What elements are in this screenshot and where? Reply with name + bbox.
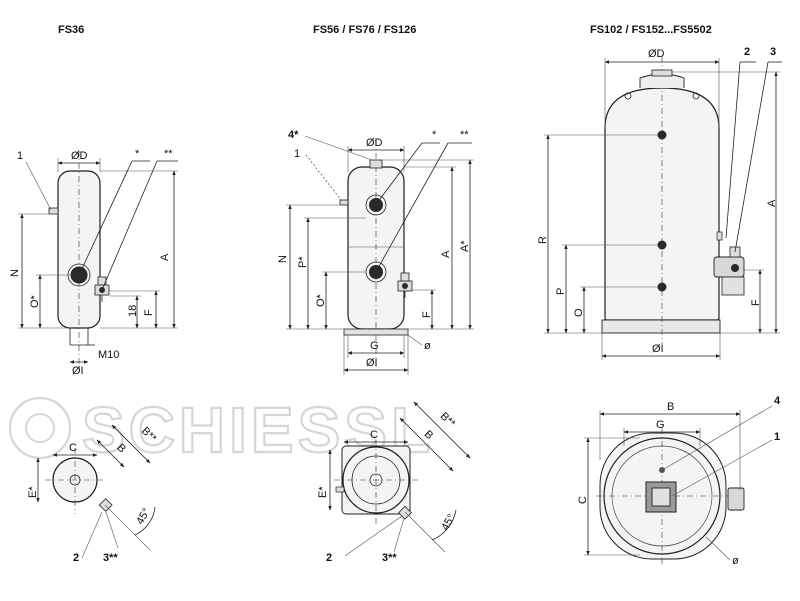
fs56-base (343, 328, 409, 336)
fs56-callout-star2: ** (460, 129, 469, 141)
fs56-top-fitting (369, 159, 383, 169)
fs36-dim-m10: M10 (98, 349, 119, 361)
fs56-dim-g: G (370, 340, 379, 352)
fs56-callout-2: 2 (326, 552, 332, 564)
fs102-valve-icon (713, 231, 745, 296)
fs36-top-dim-e: E* (27, 486, 39, 498)
fs56-callout-4: 4* (288, 129, 299, 141)
fs102-top-phi: ø (732, 555, 739, 567)
fs56-top-view: C E* B B** 45° 2 3** (317, 401, 471, 564)
fs56-callout-1: 1 (294, 148, 300, 160)
fs56-inlet-stub (339, 199, 349, 206)
fs56-dim-d: ØD (366, 137, 383, 149)
title-fs102: FS102 / FS152...FS5502 (590, 24, 712, 36)
fs36-dim-i: ØI (72, 365, 84, 377)
fs36-dim-18: 18 (127, 305, 139, 317)
fs56-dim-p: P* (297, 256, 309, 268)
fs102-dim-o: O (573, 308, 585, 317)
fs36-callout-star2: ** (164, 148, 173, 160)
fs102-port-lower (657, 282, 667, 292)
fs56-sight-glass-lower (369, 265, 383, 279)
fs102-dim-f: F (750, 299, 762, 306)
fs36-callout-2: 2 (73, 552, 79, 564)
fs102-callout-3: 3 (770, 46, 776, 58)
fs56-valve-icon (397, 272, 413, 298)
fs56-dim-f: F (421, 311, 433, 318)
fs102-port-upper (657, 130, 667, 140)
fs56-dim-phi: ø (424, 340, 431, 352)
fs36-dim-n: N (9, 269, 21, 277)
fs56-dim-a: A (440, 250, 452, 258)
fs56-top-dim-b2: B** (438, 410, 458, 430)
fs102-top-dim-c: C (577, 496, 589, 504)
fs36-callout-3: 3** (103, 552, 118, 564)
fs102-top-view: B G C 4 1 ø (577, 395, 781, 567)
fs36-callout-star: * (135, 148, 140, 160)
title-fs56: FS56 / FS76 / FS126 (313, 24, 416, 36)
fs36-dim-d: ØD (71, 150, 88, 162)
fs36-sight-glass (70, 266, 88, 284)
fs36-dim-f: F (143, 309, 155, 316)
fs102-callout-4: 4 (774, 395, 781, 407)
fs36-callout-1: 1 (17, 150, 23, 162)
fs56-dim-i: ØI (366, 357, 378, 369)
fs56-dim-n: N (277, 255, 289, 263)
fs56-top-angle: 45° (439, 512, 458, 532)
fs102-dim-d: ØD (648, 48, 665, 60)
fs56-sight-glass-upper (369, 198, 383, 212)
fs36-dim-a: A (159, 253, 171, 261)
fs102-base (601, 319, 721, 334)
fs102-side-view: ØD R P O A F ØI 2 3 (537, 46, 782, 360)
fs102-callout-2: 2 (744, 46, 750, 58)
fs102-dim-p: P (555, 288, 567, 295)
fs102-dim-a: A (766, 199, 778, 207)
fs102-top-dim-g: G (656, 419, 665, 431)
fs56-top-dim-c: C (370, 429, 378, 441)
title-fs36: FS36 (58, 24, 84, 36)
fs102-dim-i: ØI (652, 343, 664, 355)
fs56-callout-star: * (432, 129, 437, 141)
fs56-side-view: ØD N P* O* A A* F G ØI ø 1 4* * * (277, 129, 474, 375)
fs36-side-view: ØD N O* A F 18 M10 ØI 1 * ** (9, 148, 178, 377)
fs56-top-dim-e: E* (317, 486, 329, 498)
fs56-callout-3: 3** (382, 552, 397, 564)
fs102-port-middle (657, 240, 667, 250)
fs56-dim-o: O* (315, 293, 327, 307)
fs56-dim-a2: A* (459, 240, 471, 252)
fs102-top-dim-b: B (667, 401, 674, 413)
fs36-top-dim-c: C (69, 442, 77, 454)
fs36-dim-o: O* (29, 294, 41, 308)
fs102-callout-1: 1 (774, 431, 780, 443)
fs36-top-angle: 45° (134, 506, 153, 526)
fs102-dim-r: R (537, 236, 549, 244)
